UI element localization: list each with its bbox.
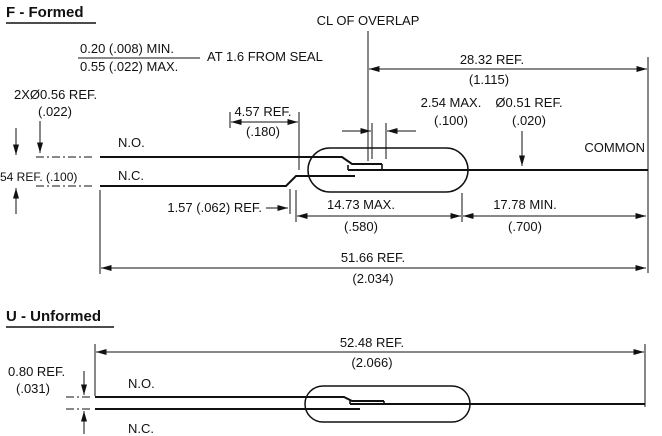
unformed-switch-body	[95, 396, 645, 410]
bend-text: 1.57 (.062) REF.	[167, 200, 262, 215]
common-dia-mm: Ø0.51 REF.	[495, 95, 562, 110]
lead-dia-mm: 2XØ0.56 REF.	[14, 87, 97, 102]
dim-2-54-mm: 2.54 MAX.	[421, 95, 482, 110]
dim-total-formed: 51.66 REF. (2.034)	[99, 190, 646, 286]
lead-diameter-callout: 2XØ0.56 REF. (.022)	[14, 87, 97, 153]
unformed-section: U - Unformed 52.48 REF. (2.066) 0.80 REF…	[6, 308, 646, 436]
gap-note-text: AT 1.6 FROM SEAL	[207, 49, 323, 64]
dim-14-73-in: (.580)	[344, 219, 378, 234]
u-no-lead-line	[95, 396, 384, 402]
dim-bend: 1.57 (.062) REF.	[167, 189, 291, 215]
dim-4-57-mm: 4.57 REF.	[234, 104, 291, 119]
dim-seal: 4.57 REF. (.180)	[229, 104, 300, 170]
nc-label: N.C.	[118, 168, 144, 183]
dim-total-unformed: 52.48 REF. (2.066)	[94, 335, 646, 407]
common-dia-in: (.020)	[512, 113, 546, 128]
gap-callout: 0.20 (.008) MIN. 0.55 (.022) MAX. AT 1.6…	[78, 41, 323, 74]
u-spacing-mm: 0.80 REF.	[8, 364, 65, 379]
u-no-label: N.O.	[128, 376, 155, 391]
dim-51-66-in: (2.034)	[352, 271, 393, 286]
dim-14-73-mm: 14.73 MAX.	[327, 197, 395, 212]
formed-title: F - Formed	[6, 4, 84, 21]
dim-lead-spacing-unformed: 0.80 REF. (.031)	[8, 364, 92, 434]
nc-lead-line	[100, 175, 355, 187]
dim-lead-spacing: 54 REF. (.100)	[0, 128, 92, 214]
formed-switch-body	[100, 156, 648, 187]
dim-17-78-mm: 17.78 MIN.	[493, 197, 557, 212]
unformed-title: U - Unformed	[6, 308, 101, 325]
gap-min-text: 0.20 (.008) MIN.	[80, 41, 174, 56]
dim-28-32-mm: 28.32 REF.	[460, 52, 524, 67]
dim-52-48-mm: 52.48 REF.	[340, 335, 404, 350]
dim-overlap-length: 2.54 MAX. (.100)	[342, 95, 481, 159]
common-label: COMMON	[584, 140, 645, 155]
no-lead-line	[100, 156, 382, 165]
dim-51-66-mm: 51.66 REF.	[341, 250, 405, 265]
formed-section: F - Formed CL OF OVERLAP 0.20 (.008) MIN…	[0, 4, 649, 286]
dim-17-78-in: (.700)	[508, 219, 542, 234]
no-label: N.O.	[118, 135, 145, 150]
dim-overlap-to-end: 28.32 REF. (1.115)	[369, 52, 649, 273]
dim-2-54-in: (.100)	[434, 113, 468, 128]
dim-body: 14.73 MAX. (.580)	[295, 190, 463, 234]
dim-28-32-in: (1.115)	[469, 72, 509, 87]
gap-max-text: 0.55 (.022) MAX.	[80, 59, 178, 74]
lead-dia-in: (.022)	[38, 104, 72, 119]
dim-52-48-in: (2.066)	[351, 355, 392, 370]
spacing-text: 54 REF. (.100)	[0, 170, 77, 184]
cl-overlap-label: CL OF OVERLAP	[317, 13, 420, 28]
u-nc-label: N.C.	[128, 421, 154, 436]
dim-common-length: 17.78 MIN. (.700)	[463, 197, 646, 234]
cl-overlap-callout: CL OF OVERLAP	[317, 13, 420, 161]
common-diameter-callout: Ø0.51 REF. (.020)	[495, 95, 563, 166]
u-spacing-in: (.031)	[16, 381, 50, 396]
dim-4-57-in: (.180)	[246, 124, 280, 139]
